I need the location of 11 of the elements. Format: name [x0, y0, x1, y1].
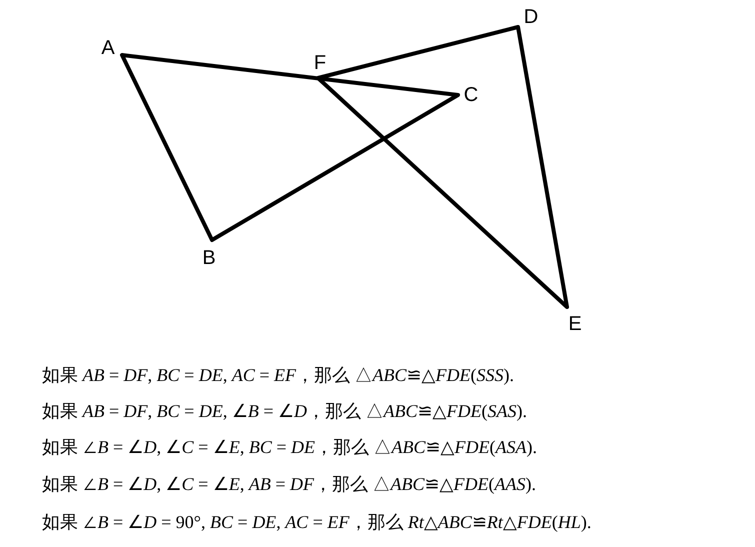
point-label: D — [524, 7, 538, 27]
theorem-statement: 如果 AB = DF, BC = DE, ∠B = ∠D，那么 △ABC≌△FDE(SAS). — [42, 401, 527, 421]
point-label: F — [314, 53, 326, 73]
point-label: E — [568, 314, 582, 334]
point-label: C — [464, 85, 478, 105]
theorem-statement: 如果 ∠B = ∠D, ∠C = ∠E, BC = DE，那么 △ABC≌△FDE(ASA). — [42, 437, 537, 457]
theorem-statement: 如果 ∠B = ∠D, ∠C = ∠E, AB = DF，那么 △ABC≌△FDE(AAS). — [42, 474, 536, 494]
point-label: A — [101, 38, 115, 58]
theorem-statement: 如果 AB = DF, BC = DE, AC = EF，那么 △ABC≌△FDE(SSS). — [42, 365, 514, 385]
point-label: B — [202, 248, 216, 268]
theorem-statement: 如果 ∠B = ∠D = 90°, BC = DE, AC = EF，那么 Rt△ABC≌Rt△FDE(HL). — [42, 512, 592, 532]
